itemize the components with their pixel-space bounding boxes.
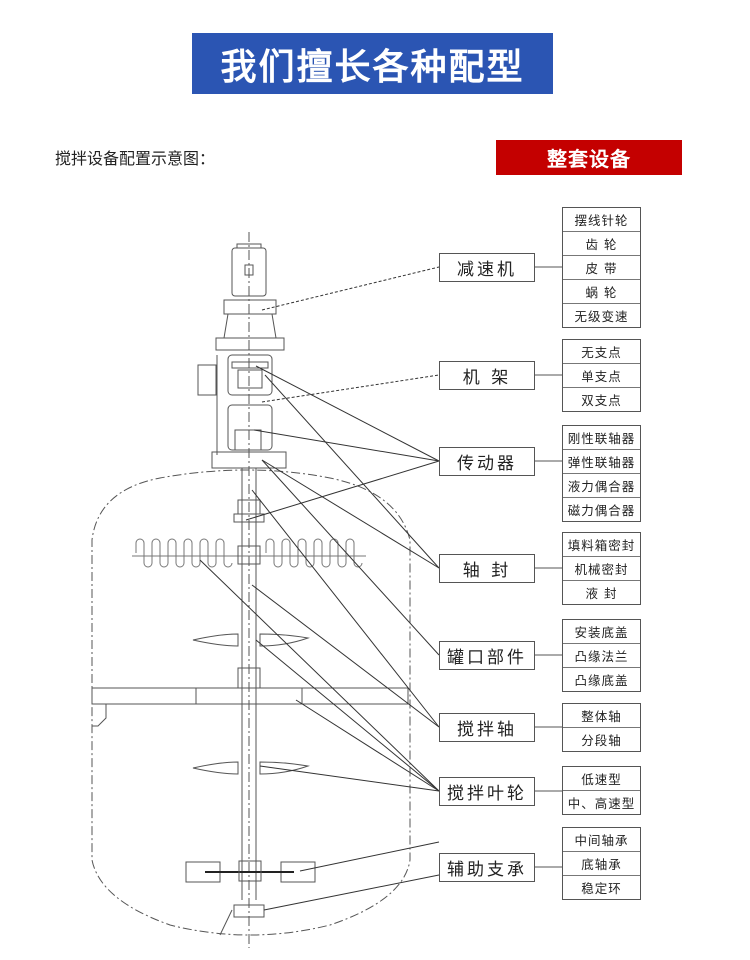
complete-equipment-badge: 整套设备 [496,140,682,175]
category-shaft-seal: 轴 封 [439,554,535,583]
option-item: 皮 带 [563,255,640,279]
option-item: 蜗 轮 [563,279,640,303]
middle-impeller [192,761,310,775]
support-beam [91,687,409,705]
option-item: 安装底盖 [574,625,629,640]
vessel-outline [91,469,411,936]
bottom-bearing [233,904,265,918]
frame [227,354,273,396]
options-agitator-shaft: 整体轴 分段轴 [562,703,641,752]
option-item: 无支点 [581,345,622,360]
option-item: 填料箱密封 [567,538,636,553]
category-frame: 机 架 [439,361,535,390]
title-banner: 我们擅长各种配型 [192,33,553,94]
heating-coil [132,538,366,568]
option-item: 凸缘底盖 [563,667,640,691]
option-item: 液力偶合器 [563,473,640,497]
upper-impeller [192,633,310,647]
category-auxiliary-support: 辅助支承 [439,853,535,882]
reducer [223,299,277,315]
options-impeller: 低速型 中、高速型 [562,766,641,815]
option-item: 中、高速型 [563,790,640,814]
option-item: 稳定环 [563,875,640,899]
category-impeller: 搅拌叶轮 [439,777,535,806]
option-item: 双支点 [563,387,640,411]
category-reducer: 减速机 [439,253,535,282]
category-label: 搅拌叶轮 [447,784,527,804]
category-label: 减速机 [457,260,517,280]
options-auxiliary-support: 中间轴承 底轴承 稳定环 [562,827,641,900]
option-item: 单支点 [563,363,640,387]
options-transmission: 刚性联轴器 弹性联轴器 液力偶合器 磁力偶合器 [562,425,641,522]
category-agitator-shaft: 搅拌轴 [439,713,535,742]
option-item: 磁力偶合器 [563,497,640,521]
option-item: 刚性联轴器 [567,431,636,446]
option-item: 分段轴 [563,727,640,751]
category-label: 机 架 [462,368,512,388]
diagram-subtitle: 搅拌设备配置示意图： [55,149,216,168]
category-transmission: 传动器 [439,447,535,476]
option-item: 整体轴 [581,709,622,724]
option-item: 中间轴承 [574,833,629,848]
badge-text: 整套设备 [547,147,631,171]
option-item: 无级变速 [563,303,640,327]
options-shaft-seal: 填料箱密封 机械密封 液 封 [562,532,641,605]
option-item: 齿 轮 [563,231,640,255]
option-item: 底轴承 [563,851,640,875]
options-tank-opening: 安装底盖 凸缘法兰 凸缘底盖 [562,619,641,692]
options-frame: 无支点 单支点 双支点 [562,339,641,412]
options-reducer: 摆线针轮 齿 轮 皮 带 蜗 轮 无级变速 [562,207,641,328]
option-item: 机械密封 [563,556,640,580]
option-item: 弹性联轴器 [563,449,640,473]
option-item: 液 封 [563,580,640,604]
category-label: 轴 封 [462,561,512,581]
mount-flange [211,451,287,469]
option-item: 凸缘法兰 [563,643,640,667]
category-label: 罐口部件 [447,648,527,668]
option-item: 摆线针轮 [574,213,629,228]
category-label: 传动器 [457,454,517,474]
option-item: 低速型 [581,772,622,787]
category-tank-opening: 罐口部件 [439,641,535,670]
category-label: 辅助支承 [447,860,527,880]
title-text: 我们擅长各种配型 [220,46,525,88]
category-label: 搅拌轴 [457,720,517,740]
